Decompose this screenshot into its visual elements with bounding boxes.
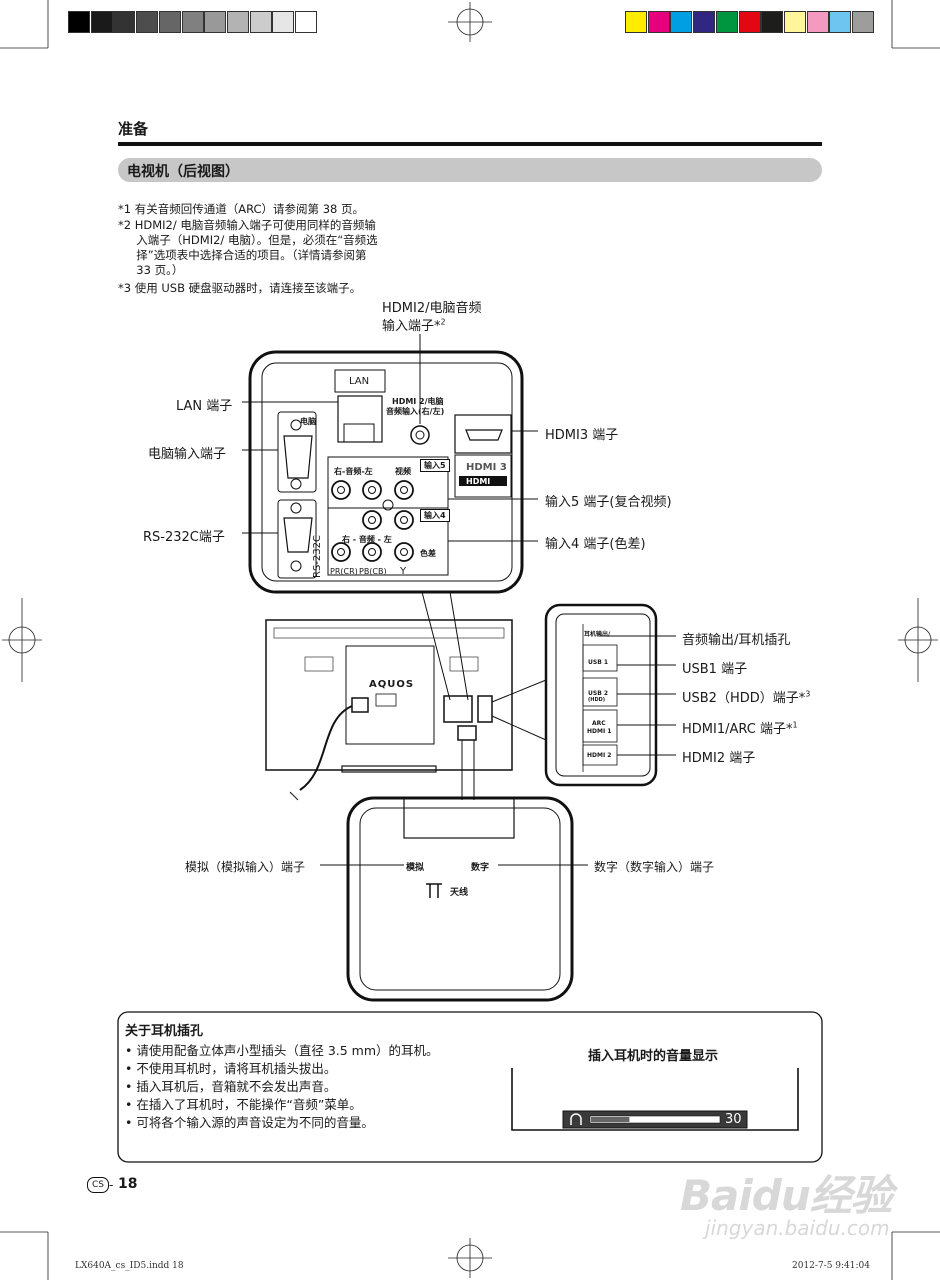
- callout-hdmi2-pc-audio-line2: 输入端子*2: [382, 317, 446, 334]
- callout-hdmi1: HDMI1/ARC 端子*1: [682, 720, 798, 737]
- side-label-headphone: 耳机输出/: [584, 631, 611, 638]
- side-label-usb2: USB 2: [588, 690, 609, 697]
- panel-label-lan: LAN: [349, 376, 370, 387]
- section-title: 准备: [118, 120, 149, 138]
- headphone-box-title: 关于耳机插孔: [125, 1024, 204, 1039]
- calibration-swatch: [852, 11, 874, 33]
- calibration-swatch: [158, 11, 181, 33]
- side-label-hdmi1: HDMI 1: [587, 728, 612, 735]
- calibration-swatch: [295, 11, 317, 33]
- list-item: 可将各个输入源的声音设定为不同的音量。: [125, 1114, 439, 1132]
- list-item: 不使用耳机时，请将耳机插头拔出。: [125, 1060, 439, 1078]
- watermark-url: jingyan.baidu.com: [705, 1216, 890, 1240]
- panel-label-hdmi3: HDMI 3: [466, 462, 507, 473]
- callout-hdmi2: HDMI2 端子: [682, 751, 756, 766]
- callout-hdmi2-pc-audio: HDMI2/电脑音频: [382, 301, 482, 316]
- panel-label-input5: 输入5: [420, 459, 450, 472]
- calibration-swatch: [806, 11, 829, 33]
- note-line: 择”选项表中选择合适的项目。（详情请参阅第: [118, 248, 367, 262]
- list-item: 插入耳机后，音箱就不会发出声音。: [125, 1078, 439, 1096]
- panel-label-r-audio-l-2: 右 - 音频 - 左: [342, 535, 392, 544]
- note-line: *1 有关音频回传通道（ARC）请参阅第 38 页。: [118, 202, 364, 216]
- callout-rs232c: RS-232C端子: [143, 530, 225, 545]
- callout-pc-input: 电脑输入端子: [148, 447, 227, 462]
- watermark-logo: Baidu经验: [680, 1171, 893, 1220]
- section-rule: [118, 142, 822, 146]
- calibration-swatch: [113, 11, 136, 33]
- headphone-notes-list: 请使用配备立体声小型插头（直径 3.5 mm）的耳机。 不使用耳机时，请将耳机插…: [125, 1042, 439, 1132]
- volume-display-title: 插入耳机时的音量显示: [588, 1049, 719, 1064]
- panel-label-input4: 输入4: [420, 509, 450, 522]
- calibration-swatch: [181, 11, 204, 33]
- panel-label-r-audio-l: 右-音频-左: [334, 467, 373, 476]
- panel-label-hdmi2-pc-audio: 音频输入(右/左): [386, 407, 445, 416]
- callout-usb2: USB2（HDD）端子*3: [682, 689, 811, 706]
- note-line: 33 页。）: [118, 263, 184, 277]
- aquos-logo: AQUOS: [369, 679, 415, 690]
- calibration-swatch: [738, 11, 761, 33]
- callout-lan: LAN 端子: [176, 399, 233, 414]
- callout-analog: 模拟（模拟输入）端子: [185, 860, 306, 874]
- panel-label-y: Y: [400, 566, 407, 577]
- calibration-swatch: [783, 11, 806, 33]
- panel-label-digital: 数字: [471, 863, 490, 873]
- callout-hdmi3: HDMI3 端子: [545, 428, 619, 443]
- language-badge: CS: [87, 1177, 109, 1193]
- panel-label-antenna: 天线: [450, 888, 469, 898]
- calibration-swatch: [761, 11, 784, 33]
- panel-label-hdmi2-pc: HDMI 2/电脑: [392, 397, 444, 406]
- list-item: 在插入了耳机时，不能操作“音频”菜单。: [125, 1096, 439, 1114]
- calibration-swatch: [647, 11, 670, 33]
- panel-label-video: 视频: [395, 467, 411, 476]
- page-number-dash: -: [109, 1178, 114, 1192]
- side-label-usb2-hdd: (HDD): [588, 697, 606, 703]
- calibration-swatch: [90, 11, 113, 33]
- calibration-swatch: [68, 11, 90, 33]
- subsection-bar: [118, 158, 822, 182]
- note-line: *2 HDMI2/ 电脑音频输入端子可使用同样的音频输: [118, 218, 376, 232]
- calibration-swatch: [693, 11, 716, 33]
- side-label-arc: ARC: [592, 720, 606, 727]
- subsection-title: 电视机（后视图）: [127, 164, 239, 180]
- panel-label-component: 色差: [420, 549, 436, 558]
- callout-input4: 输入4 端子(色差): [545, 537, 646, 552]
- panel-label-rs232c: RS-232C: [312, 535, 323, 578]
- hdmi-logo: HDMI: [466, 477, 491, 486]
- side-label-usb1: USB 1: [588, 659, 609, 666]
- calibration-swatch: [204, 11, 227, 33]
- calibration-swatch: [829, 11, 852, 33]
- calibration-swatch: [226, 11, 249, 33]
- panel-label-pb: PB(CB): [359, 567, 387, 576]
- list-item: 请使用配备立体声小型插头（直径 3.5 mm）的耳机。: [125, 1042, 438, 1060]
- side-label-hdmi2: HDMI 2: [587, 752, 612, 759]
- footer-timestamp: 2012-7-5 9:41:04: [792, 1261, 870, 1271]
- panel-label-pc: 电脑: [300, 417, 316, 426]
- callout-audio-out: 音频输出/耳机插孔: [682, 633, 791, 648]
- calibration-swatch: [249, 11, 272, 33]
- calibration-swatch: [670, 11, 693, 33]
- callout-usb1: USB1 端子: [682, 662, 748, 677]
- calibration-swatch: [272, 11, 295, 33]
- note-line: *3 使用 USB 硬盘驱动器时，请连接至该端子。: [118, 281, 362, 295]
- note-line: 入端子（HDMI2/ 电脑）。但是，必须在“音频选: [118, 233, 378, 247]
- panel-label-pr: PR(CR): [330, 567, 358, 576]
- panel-label-analog: 模拟: [406, 863, 425, 873]
- calibration-swatch: [715, 11, 738, 33]
- page-number: 18: [118, 1176, 138, 1192]
- callout-input5: 输入5 端子(复合视频): [545, 495, 672, 510]
- calibration-swatch: [136, 11, 159, 33]
- callout-digital: 数字（数字输入）端子: [594, 860, 715, 874]
- calibration-swatch: [625, 11, 647, 33]
- volume-value: 30: [725, 1112, 742, 1127]
- footer-filename: LX640A_cs_ID5.indd 18: [75, 1261, 184, 1271]
